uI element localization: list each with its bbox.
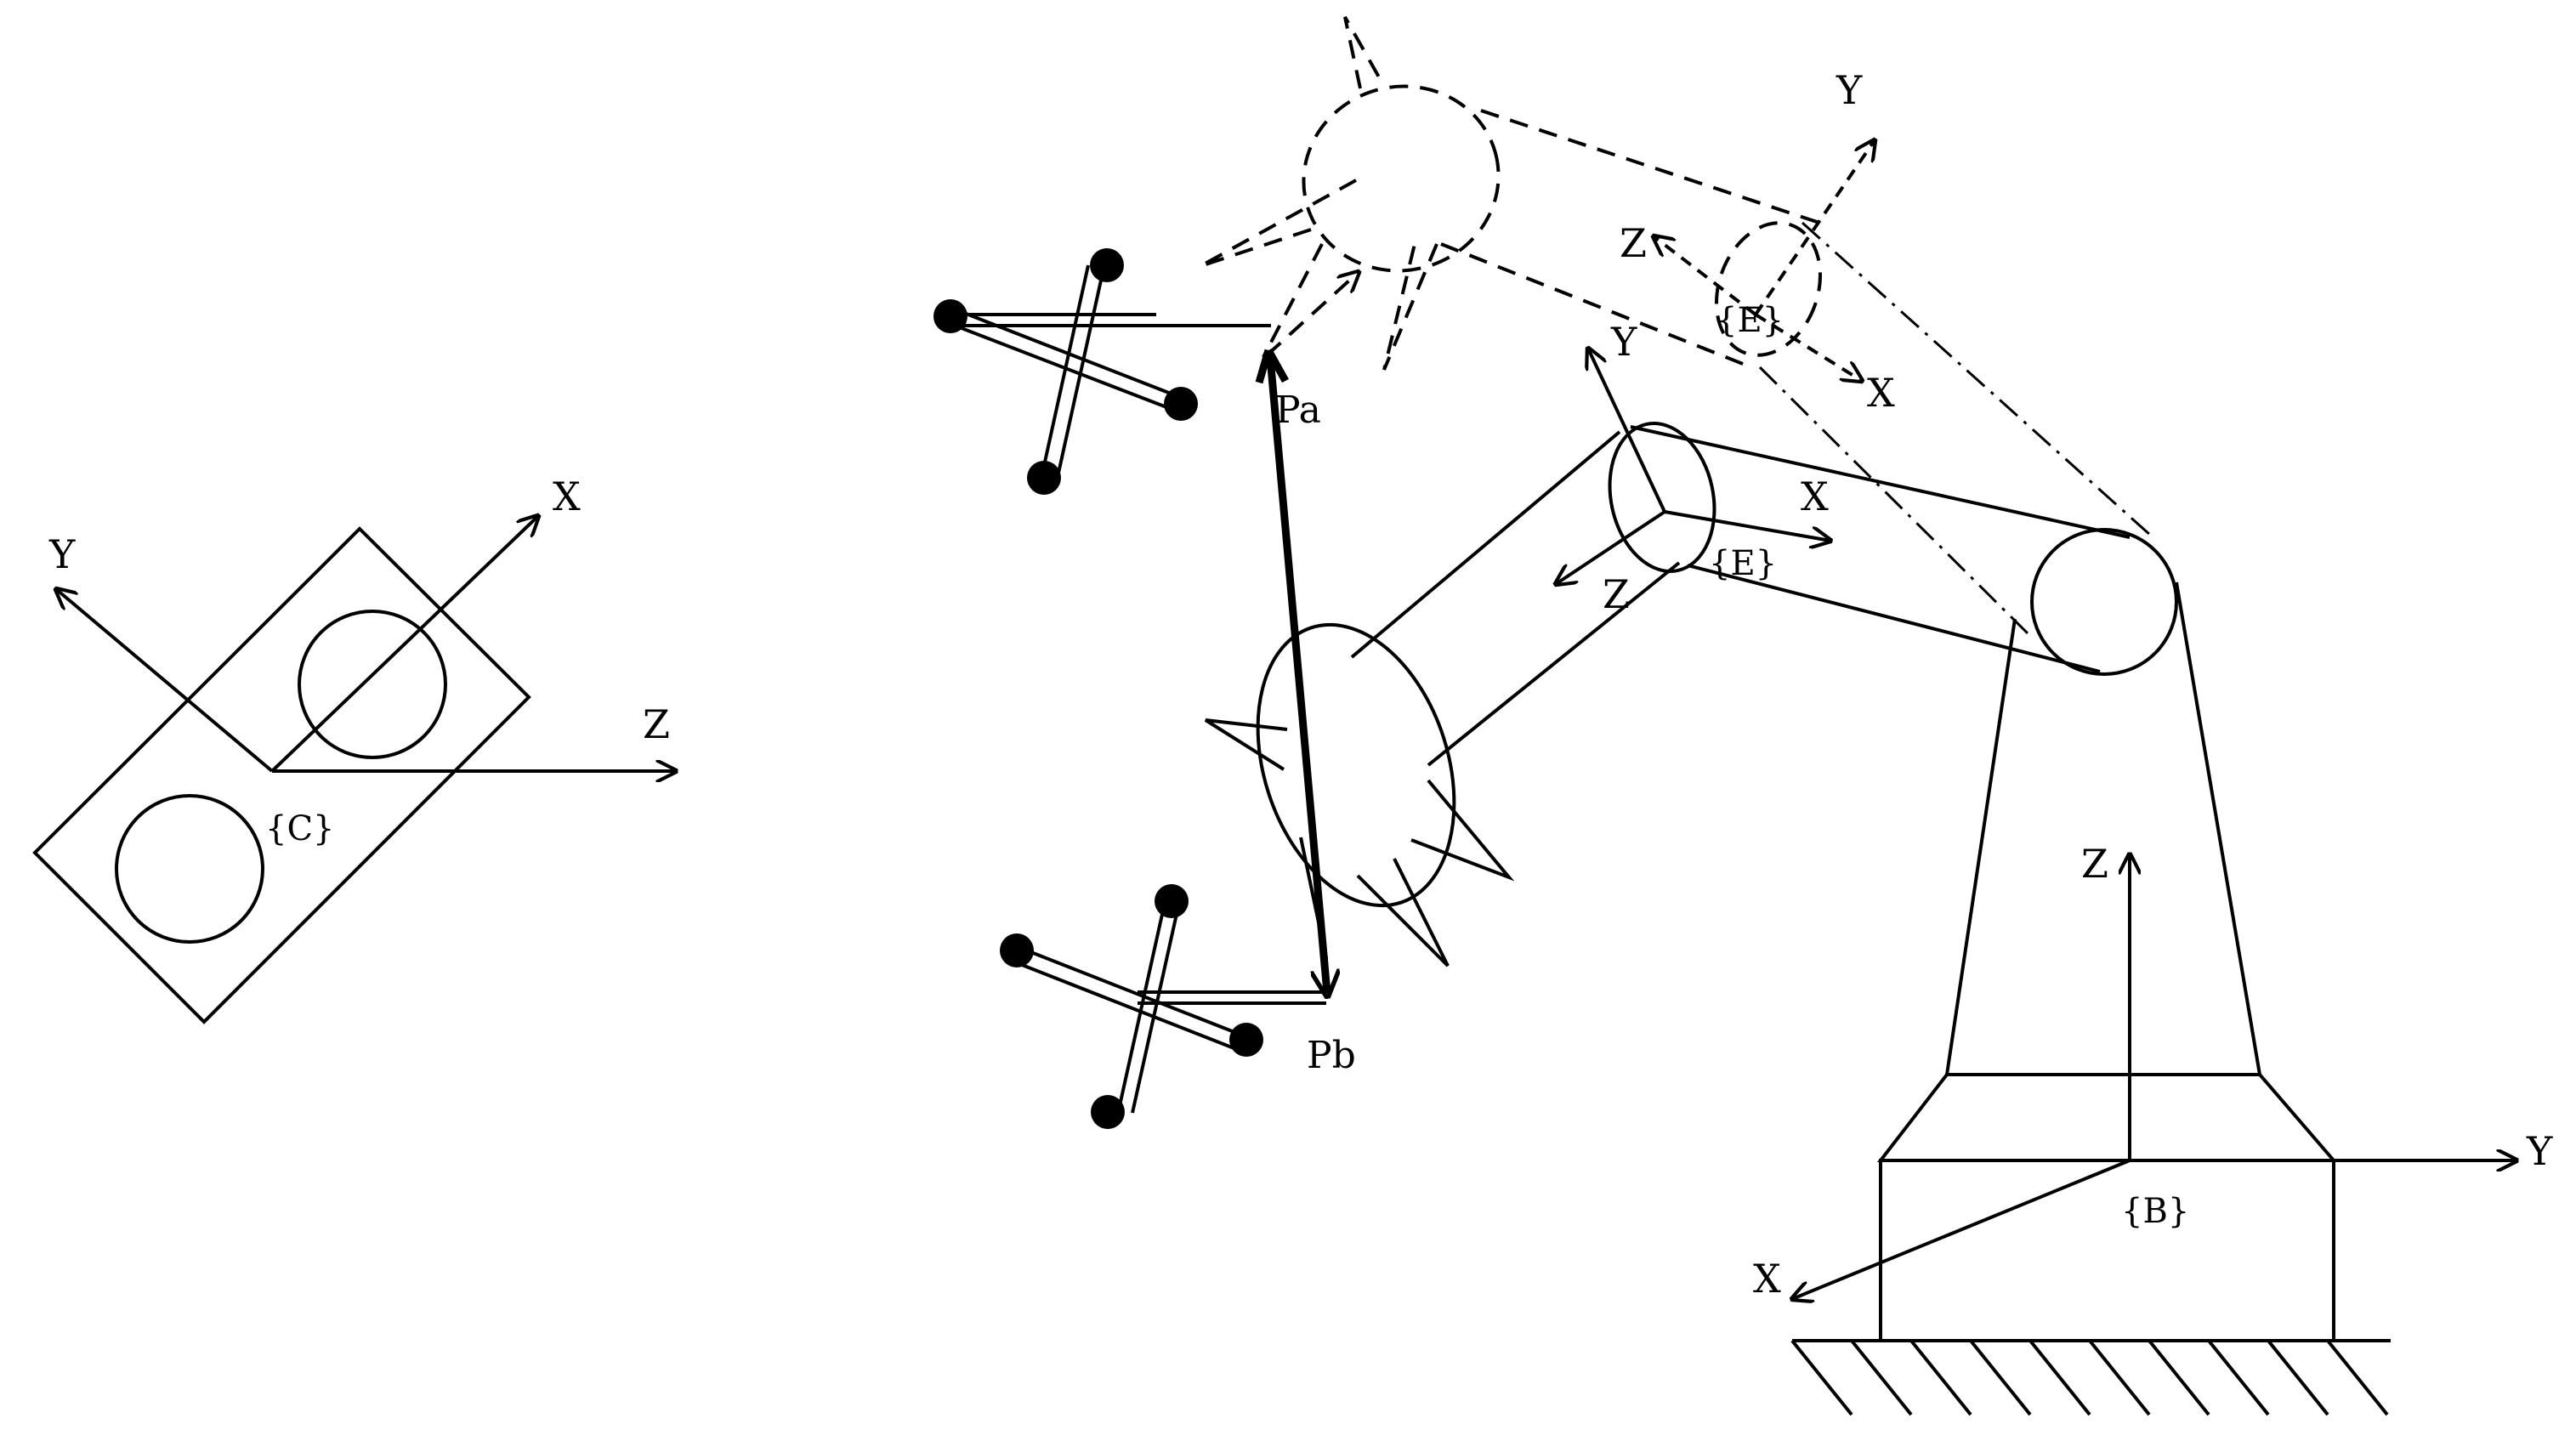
- base-pedestal-cap: [1876, 1073, 2338, 1162]
- camera-frame-group: X Y Z {C}: [32, 474, 676, 1024]
- camera-body: [32, 526, 531, 1024]
- base-frame-label: {B}: [2121, 1192, 2189, 1231]
- ghost-axis-z: [1654, 236, 1757, 316]
- ghost-axis-y-label: Y: [1836, 67, 1863, 113]
- ghost-robot-pose: Y X Z {E}: [1200, 16, 1895, 416]
- camera-lens-lower: [115, 794, 264, 944]
- ghost-axis-x: [1754, 313, 1862, 381]
- point-pb-label: Pb: [1307, 1034, 1356, 1077]
- camera-lens-upper: [298, 610, 447, 759]
- marker-target-pa: [933, 248, 1271, 495]
- camera-axis-y: [56, 589, 274, 773]
- robot-arm: [1204, 422, 2391, 1416]
- ee-axis-x: [1664, 510, 1830, 541]
- pa-arrow-head-mark: [1255, 349, 1273, 384]
- camera-axis-x: [270, 516, 538, 773]
- marker-target-pb: [1000, 884, 1326, 1129]
- ee-axis-y: [1588, 349, 1666, 513]
- camera-axis-z-label: Z: [643, 701, 670, 747]
- ee-frame-label: {E}: [1709, 544, 1777, 583]
- camera-axis-y-label: Y: [48, 531, 76, 577]
- marker-ball: [1164, 387, 1198, 421]
- tool-joint: [1256, 622, 1456, 908]
- ghost-axis-y: [1754, 140, 1875, 316]
- marker-ball: [1000, 933, 1034, 967]
- base-axis-x: [1792, 1159, 2131, 1299]
- wrist-mount-end: [1608, 422, 1716, 573]
- marker-ball: [1155, 884, 1189, 918]
- ghost-axis-z-label: Z: [1620, 220, 1647, 266]
- end-effector-frame-group: Y X Z {E}: [1556, 319, 1830, 617]
- marker-ball: [1090, 248, 1124, 282]
- ground-hatch: [1790, 1339, 2389, 1416]
- base-axis-z-label: Z: [2081, 841, 2108, 887]
- base-pedestal-lower: [1879, 1159, 2335, 1342]
- pa-arrow-head-mark: [1265, 348, 1289, 383]
- ghost-axis-x-label: X: [1867, 370, 1895, 416]
- point-pa-label: Pa: [1275, 389, 1321, 432]
- marker-ball: [1091, 1095, 1125, 1129]
- base-axis-x-label: X: [1753, 1256, 1781, 1302]
- marker-ball: [1027, 461, 1061, 495]
- guide-line: [1801, 221, 2153, 537]
- ghost-frame-label: {E}: [1716, 301, 1784, 340]
- ee-axis-y-label: Y: [1610, 319, 1637, 365]
- elbow-joint: [2030, 528, 2178, 676]
- camera-frame-label: {C}: [265, 809, 335, 848]
- pa-to-pb-arrow: [1266, 356, 1327, 993]
- camera-axis-x-label: X: [553, 474, 581, 519]
- guide-line: [1758, 366, 2029, 635]
- base-frame-group: Z Y X {B}: [1753, 841, 2553, 1302]
- ghost-tool-end: [1715, 221, 1822, 357]
- base-axis-y-label: Y: [2526, 1128, 2553, 1174]
- ghost-wrist-joint: [1302, 84, 1501, 273]
- marker-ball: [933, 299, 967, 333]
- ee-axis-x-label: X: [1801, 474, 1829, 519]
- ee-axis-z-label: Z: [1603, 571, 1630, 617]
- ee-axis-z: [1556, 510, 1666, 584]
- marker-ball: [1229, 1023, 1263, 1057]
